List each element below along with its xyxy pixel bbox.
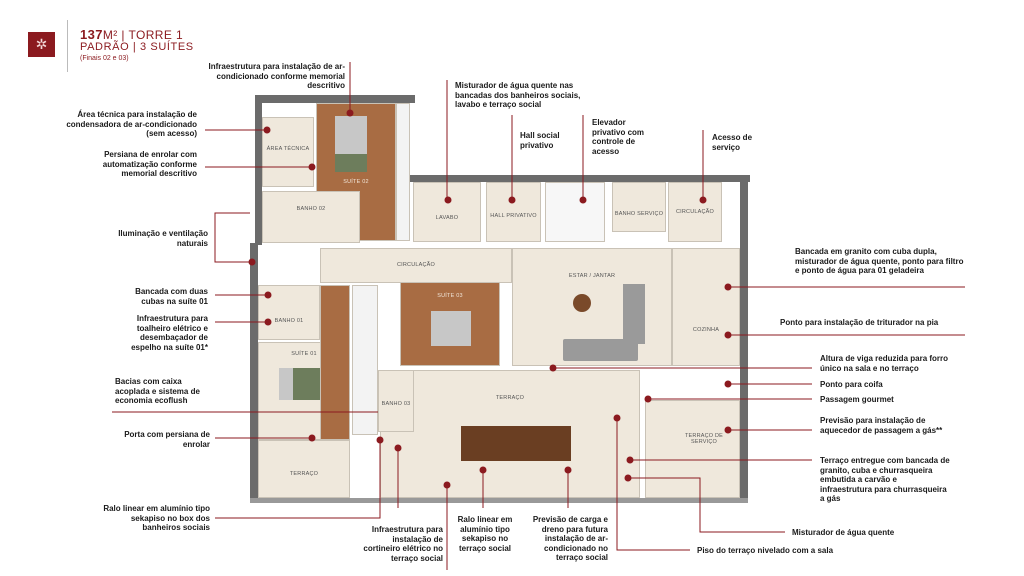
wall [250, 243, 258, 503]
wood-floor [320, 285, 350, 440]
room-label: COZINHA [692, 327, 720, 333]
note-previsao-ar: Previsão de carga e dreno para futura in… [532, 515, 608, 563]
room-label: TERRAÇO [495, 395, 525, 401]
note-passagem-gourmet: Passagem gourmet [820, 395, 894, 404]
coffee-table [573, 294, 591, 312]
note-acesso-servico: Acesso de serviço [712, 133, 753, 152]
note-ac-suite02: Infraestrutura para instalação de ar-con… [208, 62, 346, 91]
note-bacias: Bacias com caixa acoplada e sistema de e… [115, 377, 200, 406]
note-ralo-terraco: Ralo linear em alumínio tipo sekapiso no… [457, 515, 513, 553]
note-bancada-suite01: Bancada com duas cubas na suíte 01 [135, 287, 208, 306]
note-triturador: Ponto para instalação de triturador na p… [780, 318, 939, 327]
sofa [563, 339, 638, 361]
room-label: BANHO 02 [296, 206, 326, 212]
room-label: SUÍTE 02 [343, 179, 369, 185]
note-hall-social: Hall social privativo [520, 131, 560, 150]
wall [255, 95, 262, 245]
header-divider [67, 20, 68, 72]
note-porta-persiana: Porta com persiana de enrolar [124, 430, 210, 449]
note-cortineiro: Infraestrutura para instalação de cortin… [363, 525, 443, 563]
bed-cover [293, 368, 323, 400]
room-terraco: TERRAÇO [380, 370, 640, 498]
room-label: LAVABO [435, 215, 459, 221]
note-area-tecnica: Área técnica para instalação de condensa… [66, 110, 197, 139]
room-circulacao-servico: CIRCULAÇÃO [668, 182, 722, 242]
note-bancada-cozinha: Bancada em granito com cuba dupla, mistu… [795, 247, 964, 276]
note-elevador: Elevador privativo com controle de acess… [592, 118, 645, 156]
note-terraco-churrasqueira: Terraço entregue com bancada de granito,… [820, 456, 950, 504]
room-label: TERRAÇO [289, 471, 319, 477]
note-coifa: Ponto para coifa [820, 380, 883, 389]
sofa [623, 284, 645, 344]
room-terraco-servico: TERRAÇO DE SERVIÇO [645, 400, 740, 498]
room-label: TERRAÇO DE SERVIÇO [684, 433, 724, 445]
wall [740, 175, 748, 503]
unit-tower: | TORRE 1 [121, 28, 184, 42]
note-misturador-banheiros: Misturador de água quente nas bancadas d… [455, 81, 581, 110]
unit-title: 137M² | TORRE 1 [80, 27, 183, 42]
note-piso-nivelado: Piso do terraço nivelado com a sala [697, 546, 834, 555]
unit-area: 137 [80, 27, 103, 42]
note-iluminacao: Iluminação e ventilação naturais [118, 229, 208, 248]
note-toalheiro: Infraestrutura para toalheiro elétrico e… [131, 314, 208, 352]
brand-logo: ✲ [28, 32, 55, 57]
room-terraco-suite: TERRAÇO [258, 440, 350, 498]
wall [255, 95, 415, 103]
closet [352, 285, 378, 435]
room-label: BANHO 01 [274, 318, 304, 324]
room-banho-03: BANHO 03 [378, 370, 414, 432]
elevator [545, 182, 605, 242]
wall [405, 175, 750, 182]
note-ralo-banheiros: Ralo linear em alumínio tipo sekapiso no… [103, 504, 210, 533]
unit-type: PADRÃO | 3 SUÍTES [80, 41, 194, 53]
room-cozinha: COZINHA [672, 248, 740, 366]
room-label: BANHO SERVIÇO [614, 211, 664, 217]
room-label: SUÍTE 03 [437, 293, 463, 299]
unit-finals: (Finais 02 e 03) [80, 55, 129, 62]
room-suite-03: SUÍTE 03 [400, 282, 500, 366]
unit-area-unit: M² [102, 28, 118, 42]
room-banho-servico: BANHO SERVIÇO [612, 182, 666, 232]
note-altura-viga: Altura de viga reduzida para forro único… [820, 354, 949, 373]
room-hall-privativo: HALL PRIVATIVO [486, 182, 541, 242]
note-persiana-automatizada: Persiana de enrolar com automatização co… [102, 150, 197, 179]
room-label: ÁREA TÉCNICA [266, 146, 310, 152]
room-label: CIRCULAÇÃO [396, 262, 436, 268]
room-area-tecnica: ÁREA TÉCNICA [262, 117, 314, 187]
bed-cover [335, 154, 367, 172]
room-label: BANHO 03 [381, 401, 411, 407]
dining-table [461, 426, 571, 461]
room-label: SUÍTE 01 [291, 351, 317, 357]
note-aquecedor: Previsão para instalação de aquecedor de… [820, 416, 943, 435]
wall [250, 498, 748, 503]
room-label: CIRCULAÇÃO [675, 209, 715, 215]
closet [396, 103, 410, 241]
room-label: ESTAR / JANTAR [568, 273, 616, 279]
room-banho-02: BANHO 02 [262, 191, 360, 243]
room-label: HALL PRIVATIVO [490, 213, 537, 219]
note-misturador-terraco: Misturador de água quente [792, 528, 895, 537]
room-estar-jantar: ESTAR / JANTAR [512, 248, 672, 366]
bed [431, 311, 471, 346]
floor-plan: ÁREA TÉCNICA SUÍTE 02 BANHO 02 LAVABO HA… [250, 95, 750, 505]
